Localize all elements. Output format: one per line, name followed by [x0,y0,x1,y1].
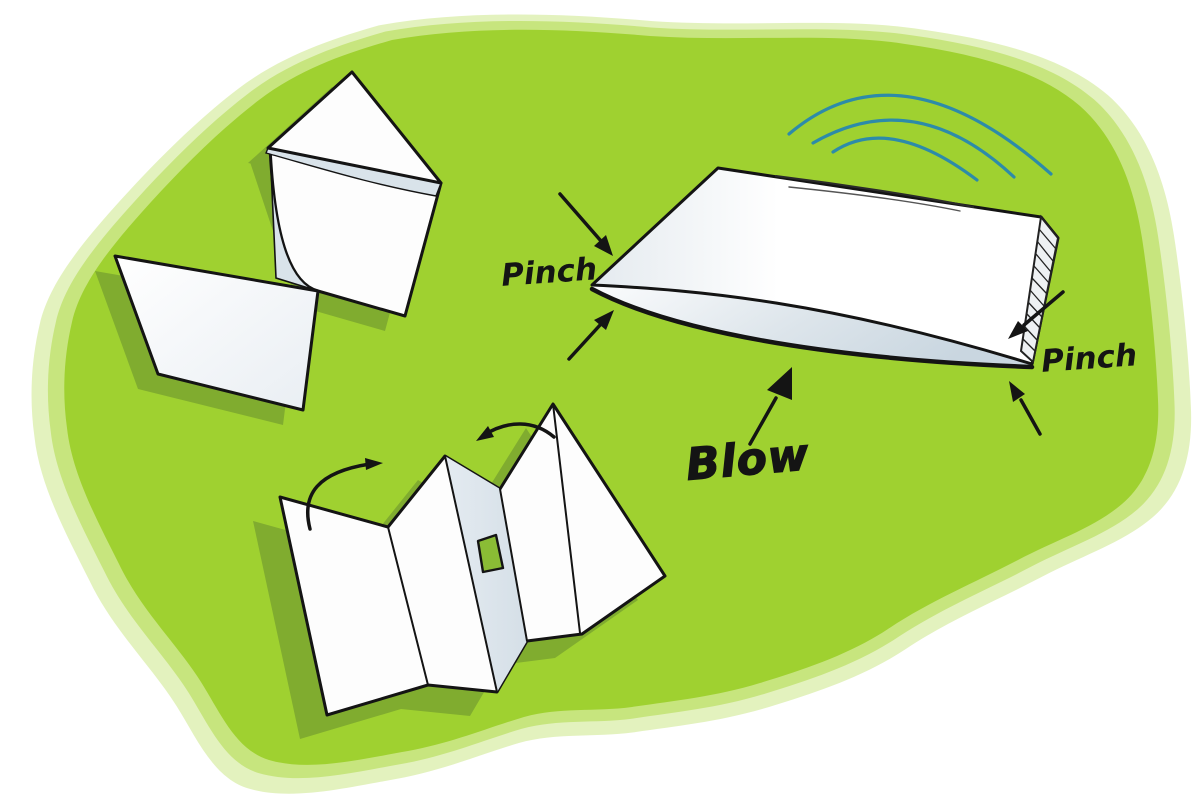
fold-direction-arrow-left [305,458,383,531]
diamond-hole [476,533,505,574]
shaded-panel [445,456,527,692]
sound-arc-outer [787,93,1053,176]
pinch-arrows-left [558,192,614,361]
popper-crease-line-2 [788,186,961,212]
popper-bottom-edge [589,286,1035,370]
zigzag-bottom-panel [113,254,320,412]
sound-arc-middle [811,118,1016,179]
zigzag-top-fold-sliver [265,147,442,197]
paper-popper [589,166,1060,370]
popper-layered-edge-hatch [1019,214,1060,364]
popper-top-face [590,166,1060,366]
sound-arc-inner [831,136,979,182]
zigzag-top-flap [266,70,443,185]
blow-label: Blow [683,429,812,492]
blow-arrow [748,367,792,446]
pinch-label-right: Pinch [1040,337,1139,380]
pinch-label-left: Pinch [500,251,599,294]
fold-crease-lines [387,403,581,693]
pinch-arrows-right [1008,290,1065,436]
popper-mouth-inside [592,286,1032,367]
zigzag-folded-paper [113,70,443,412]
sound-waves [787,93,1053,182]
unfolded-paper-with-hole [278,402,667,717]
fold-direction-arrow-right [476,422,556,441]
popper-crease-line-1 [775,175,974,208]
